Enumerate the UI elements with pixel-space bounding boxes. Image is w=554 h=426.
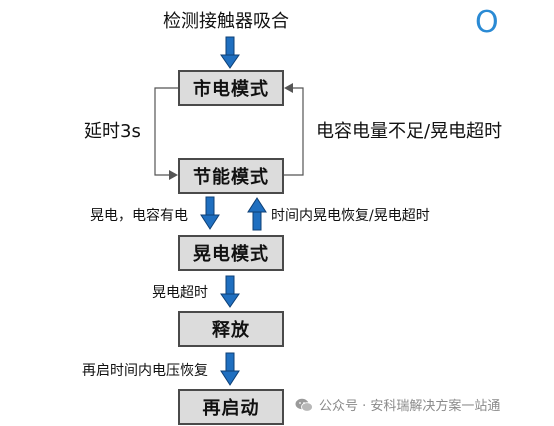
- edge-label-voltage-restore: 再启时间内电压恢复: [82, 363, 208, 379]
- arrow-sag-to-energy: [247, 197, 267, 231]
- node-sag-mode: 晃电模式: [178, 235, 284, 271]
- node-mains-mode: 市电模式: [178, 70, 284, 106]
- arrow-title-to-mains: [220, 36, 240, 69]
- marker-circle: O: [475, 5, 499, 40]
- node-release: 释放: [178, 311, 284, 347]
- node-restart: 再启动: [178, 389, 284, 425]
- watermark: 公众号 · 安科瑞解决方案一站通: [295, 395, 500, 414]
- diagram-title: 检测接触器吸合: [163, 11, 289, 32]
- node-energy-saving-mode: 节能模式: [178, 158, 284, 194]
- wechat-icon: [295, 398, 313, 412]
- loop-left-arrowhead: [169, 170, 178, 180]
- arrow-release-to-restart: [220, 352, 240, 386]
- watermark-text: 公众号 · 安科瑞解决方案一站通: [319, 399, 501, 414]
- edge-label-delay: 延时3s: [84, 121, 141, 142]
- loop-left-line: [154, 87, 178, 176]
- loop-right-arrowhead: [284, 83, 293, 93]
- edge-label-recover-in-time: 时间内晃电恢复/晃电超时: [271, 208, 430, 224]
- edge-label-sag-timeout: 晃电超时: [152, 285, 208, 301]
- edge-label-cap-low-timeout: 电容电量不足/晃电超时: [316, 121, 503, 142]
- edge-label-sag-cap-ok: 晃电，电容有电: [90, 208, 188, 224]
- arrow-energy-to-sag: [200, 196, 220, 230]
- arrow-sag-to-release: [220, 275, 240, 308]
- loop-right-line: [284, 87, 304, 176]
